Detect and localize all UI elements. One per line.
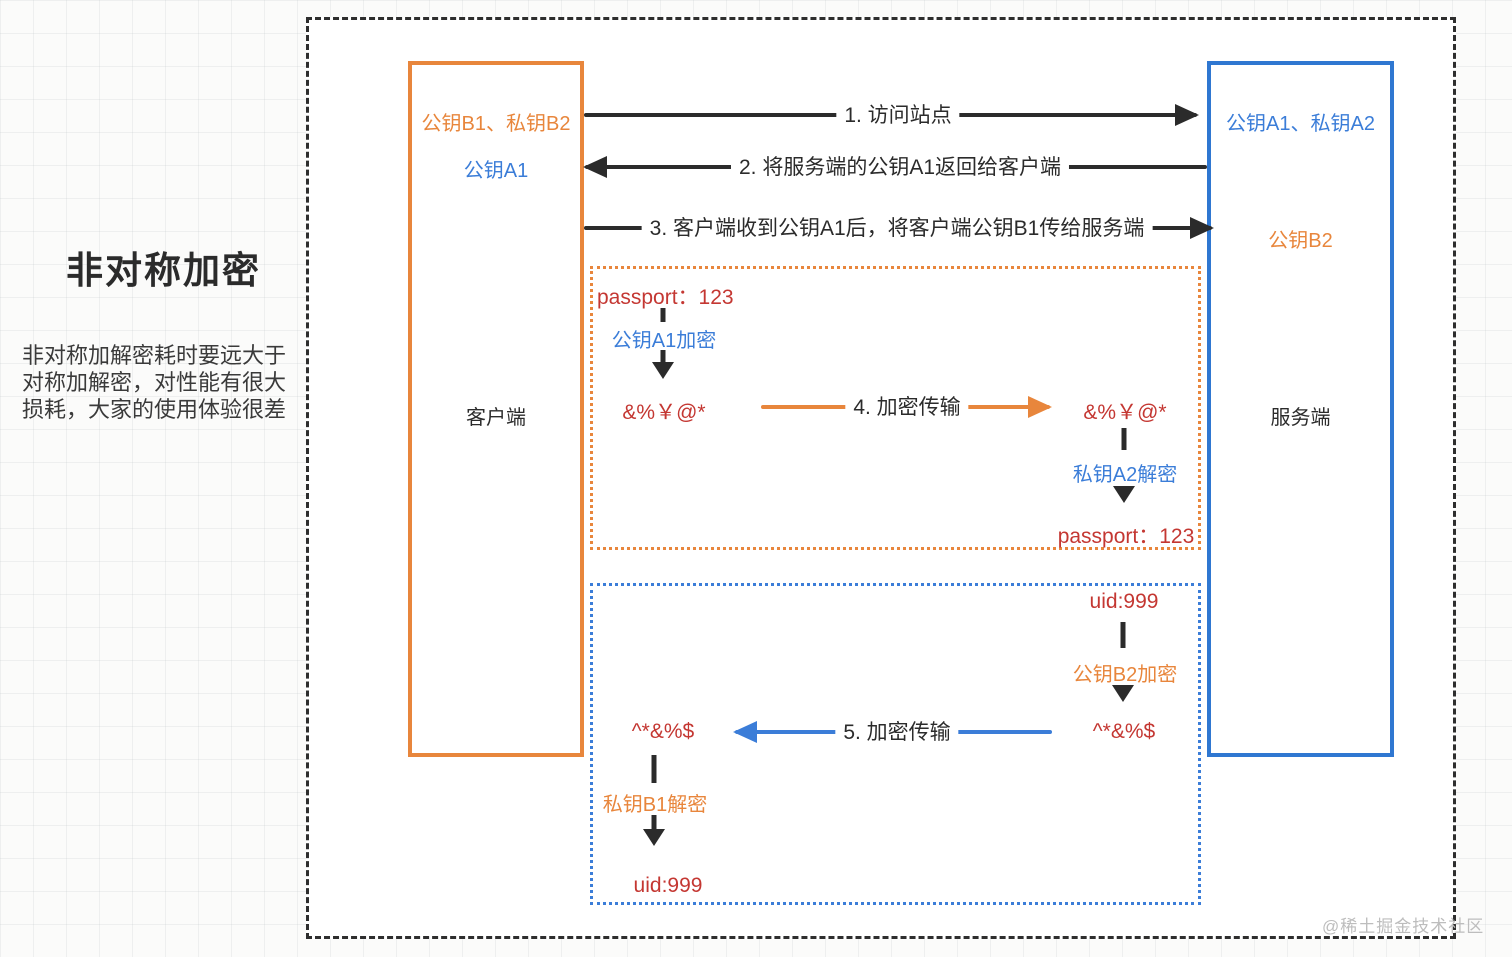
arrowhead-down-icon xyxy=(652,362,674,379)
flow4-plaintext-source: passport：123 xyxy=(597,286,734,309)
arrow-step5-label: 5. 加密传输 xyxy=(835,716,959,746)
flow5-ciphertext-client: ^*&%$ xyxy=(631,720,695,743)
arrow-step2-label: 2. 将服务端的公钥A1返回给客户端 xyxy=(730,151,1070,181)
client-label: 客户端 xyxy=(466,407,526,429)
flow4-box xyxy=(590,266,1201,550)
page-title: 非对称加密 xyxy=(66,250,261,291)
flow4-ciphertext-client: &%￥@* xyxy=(622,401,706,424)
flow5-ciphertext-server: ^*&%$ xyxy=(1092,720,1156,743)
flow5-plaintext-source: uid:999 xyxy=(1089,590,1159,613)
page-note: 非对称加解密耗时要远大于对称加解密，对性能有很大损耗，大家的使用体验很差 xyxy=(22,343,287,422)
arrow-down-stem-icon xyxy=(651,755,657,783)
arrowhead-right-icon xyxy=(1028,396,1052,418)
server-keys-a1-a2: 公钥A1、私钥A2 xyxy=(1226,113,1375,135)
server-key-b2: 公钥B2 xyxy=(1268,230,1333,252)
arrowhead-down-icon xyxy=(643,829,665,846)
client-keys-b1-b2: 公钥B1、私钥B2 xyxy=(421,113,571,135)
flow4-encrypt-label: 公钥A1加密 xyxy=(611,330,717,352)
arrowhead-right-icon xyxy=(1190,217,1214,239)
arrow-step3-label: 3. 客户端收到公钥A1后，将客户端公钥B1传给服务端 xyxy=(641,212,1153,242)
flow5-decrypt-label: 私钥B1解密 xyxy=(602,794,708,816)
arrow-down-stem-icon xyxy=(660,308,666,322)
arrow-step1-label: 1. 访问站点 xyxy=(836,99,960,129)
watermark: @稀土掘金技术社区 xyxy=(1322,917,1485,936)
flow4-decrypt-label: 私钥A2解密 xyxy=(1072,464,1178,486)
arrow-down-stem-icon xyxy=(660,350,666,364)
flow4-ciphertext-server: &%￥@* xyxy=(1083,401,1167,424)
arrow-step4-label: 4. 加密传输 xyxy=(845,391,969,421)
arrowhead-down-icon xyxy=(1113,486,1135,503)
server-label: 服务端 xyxy=(1270,407,1331,429)
flow5-encrypt-label: 公钥B2加密 xyxy=(1072,664,1178,686)
client-key-a1: 公钥A1 xyxy=(463,160,529,182)
arrow-down-stem-icon xyxy=(651,815,657,831)
arrowhead-left-icon xyxy=(583,156,607,178)
server-box: 公钥A1、私钥A2 公钥B2 服务端 xyxy=(1207,61,1394,757)
arrow-down-stem-icon xyxy=(1120,622,1126,648)
client-box: 公钥B1、私钥B2 公钥A1 客户端 xyxy=(408,61,584,757)
flow5-box xyxy=(590,583,1201,905)
arrowhead-down-icon xyxy=(1112,685,1134,702)
arrowhead-right-icon xyxy=(1175,104,1199,126)
arrowhead-left-icon xyxy=(733,721,757,743)
flow4-plaintext-dest: passport：123 xyxy=(1057,525,1195,548)
arrow-down-stem-icon xyxy=(1121,428,1127,450)
flow5-plaintext-dest: uid:999 xyxy=(633,874,703,897)
